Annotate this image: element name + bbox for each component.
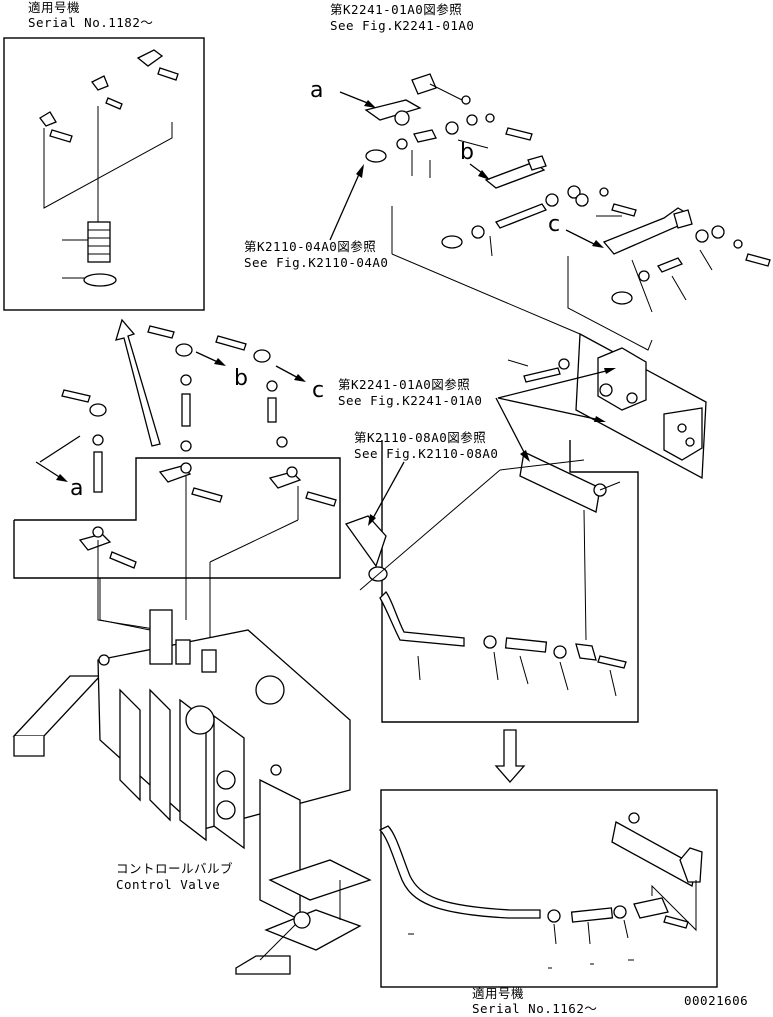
label-a-mid: a: [70, 476, 84, 501]
mid-ref2-jp: 第K2241-01A0図参照: [338, 377, 471, 392]
hollow-arrow-up: [115, 318, 161, 447]
left-bracket-parts: [78, 462, 337, 660]
control-valve-label-jp: コントロールバルブ: [116, 861, 234, 876]
label-b-top: b: [460, 140, 474, 165]
bottom-inset-parts: [378, 812, 703, 969]
top-left-inset-title-jp: 適用号機: [28, 0, 81, 15]
left-bracket-box: [13, 457, 341, 579]
label-b-mid: b: [234, 366, 248, 391]
upper-linkage-parts: [364, 73, 771, 351]
drawing-number: 00021606: [684, 993, 749, 1008]
control-valve-drawing: [12, 578, 372, 975]
inset-top-left-parts: [39, 49, 179, 287]
top-left-inset-box: [3, 37, 205, 311]
linkage-box: [381, 440, 639, 723]
label-c-mid: c: [312, 378, 325, 403]
bottom-inset-box: [380, 789, 718, 988]
hollow-arrow-down: [494, 729, 526, 783]
top-left-inset-serial: Serial No.1182～: [28, 15, 154, 30]
mid-ref3-jp: 第K2110-08A0図参照: [354, 430, 487, 445]
linkage-box-parts: [344, 451, 627, 697]
bottom-inset-serial: Serial No.1162～: [472, 1001, 598, 1016]
label-c-top: c: [548, 212, 561, 237]
bottom-inset-title-jp: 適用号機: [472, 986, 525, 1001]
top-ref-jp: 第K2241-01A0図参照: [330, 2, 463, 17]
control-valve-label-en: Control Valve: [116, 877, 221, 892]
middle-rod-parts: [35, 325, 306, 493]
label-a-top: a: [310, 78, 324, 103]
mid-ref1-jp: 第K2110-04A0図参照: [244, 239, 377, 254]
mid-ref2-en: See Fig.K2241-01A0: [338, 393, 483, 408]
top-ref-en: See Fig.K2241-01A0: [330, 18, 475, 33]
reference-leader-lines: [329, 91, 616, 526]
mid-ref1-en: See Fig.K2110-04A0: [244, 255, 389, 270]
mid-ref3-en: See Fig.K2110-08A0: [354, 446, 499, 461]
